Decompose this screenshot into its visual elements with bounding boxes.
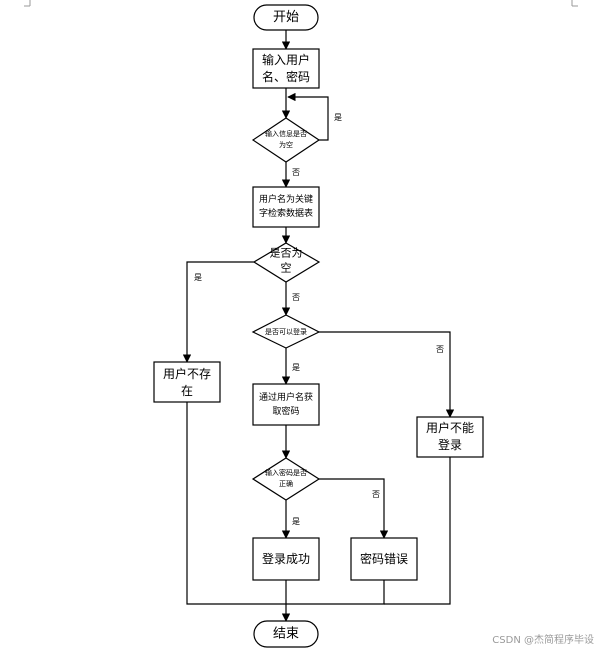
node-user-not-exist: 用户不存 在 [153, 361, 221, 403]
nodes: 开始 输入用户 名、密码 输入信息是否 为空 用户名为关键 字检索数据表 是否为… [153, 4, 484, 648]
node-null-check: 是否为 空 [252, 242, 321, 283]
node-end: 结束 [253, 620, 319, 648]
node-cannot-login-line1: 用户不能 [426, 420, 474, 435]
label-logincheck-no: 否 [436, 345, 444, 354]
node-login-check: 是否可以登录 [251, 314, 321, 349]
node-start-label: 开始 [273, 10, 299, 25]
node-login-check-label: 是否可以登录 [265, 327, 307, 336]
node-password-check-line1: 输入密码是否 [265, 468, 307, 477]
node-password-error: 密码错误 [350, 537, 418, 581]
edge-passworderror-merge [286, 580, 385, 605]
edge-passwordcheck-no [319, 478, 389, 539]
label-passwordcheck-no: 否 [372, 490, 380, 499]
edges [182, 30, 455, 622]
node-password-error-label: 密码错误 [360, 551, 408, 566]
edge-notexist-merge [186, 402, 286, 605]
node-input-line1: 输入用户 [262, 52, 310, 67]
label-nullcheck-no: 否 [292, 293, 300, 302]
node-cannot-login-line2: 登录 [438, 437, 462, 452]
node-start: 开始 [253, 4, 319, 31]
node-cannot-login: 用户不能 登录 [416, 416, 484, 458]
node-null-check-line2: 空 [281, 261, 292, 275]
edge-labels: 是 否 是 否 否 是 否 是 [194, 113, 444, 526]
node-get-password-line1: 通过用户名获 [259, 391, 313, 403]
edge-nullcheck-yes [182, 261, 254, 363]
label-nullcheck-yes: 是 [194, 273, 202, 282]
node-search-line1: 用户名为关键 [259, 193, 313, 205]
node-empty-check-line1: 输入信息是否 [265, 129, 307, 138]
node-end-label: 结束 [273, 627, 299, 642]
label-emptycheck-yes: 是 [334, 113, 342, 122]
edge-cannotlogin-merge [384, 457, 451, 605]
node-empty-check-line2: 为空 [279, 140, 293, 149]
node-empty-check: 输入信息是否 为空 [251, 117, 321, 163]
label-logincheck-yes: 是 [292, 363, 300, 372]
node-input-line2: 名、密码 [262, 69, 310, 84]
edge-emptycheck-yes-loop [287, 92, 329, 141]
label-passwordcheck-yes: 是 [292, 517, 300, 526]
node-search: 用户名为关键 字检索数据表 [252, 186, 320, 228]
node-login-success-label: 登录成功 [262, 551, 310, 566]
node-user-not-exist-line1: 用户不存 [163, 366, 211, 381]
node-user-not-exist-line2: 在 [181, 384, 193, 398]
node-get-password-line2: 取密码 [272, 405, 299, 417]
node-login-success: 登录成功 [252, 537, 320, 581]
node-input: 输入用户 名、密码 [252, 48, 320, 89]
label-emptycheck-no: 否 [292, 168, 300, 177]
node-get-password: 通过用户名获 取密码 [252, 383, 320, 426]
node-null-check-line1: 是否为 [270, 247, 303, 260]
corner-marks [24, 0, 578, 7]
node-search-line2: 字检索数据表 [259, 207, 313, 219]
watermark: CSDN @杰简程序毕设 [492, 635, 594, 646]
edge-logincheck-no [319, 331, 455, 418]
node-password-check-line2: 正确 [279, 479, 293, 488]
node-password-check: 输入密码是否 正确 [251, 457, 321, 501]
